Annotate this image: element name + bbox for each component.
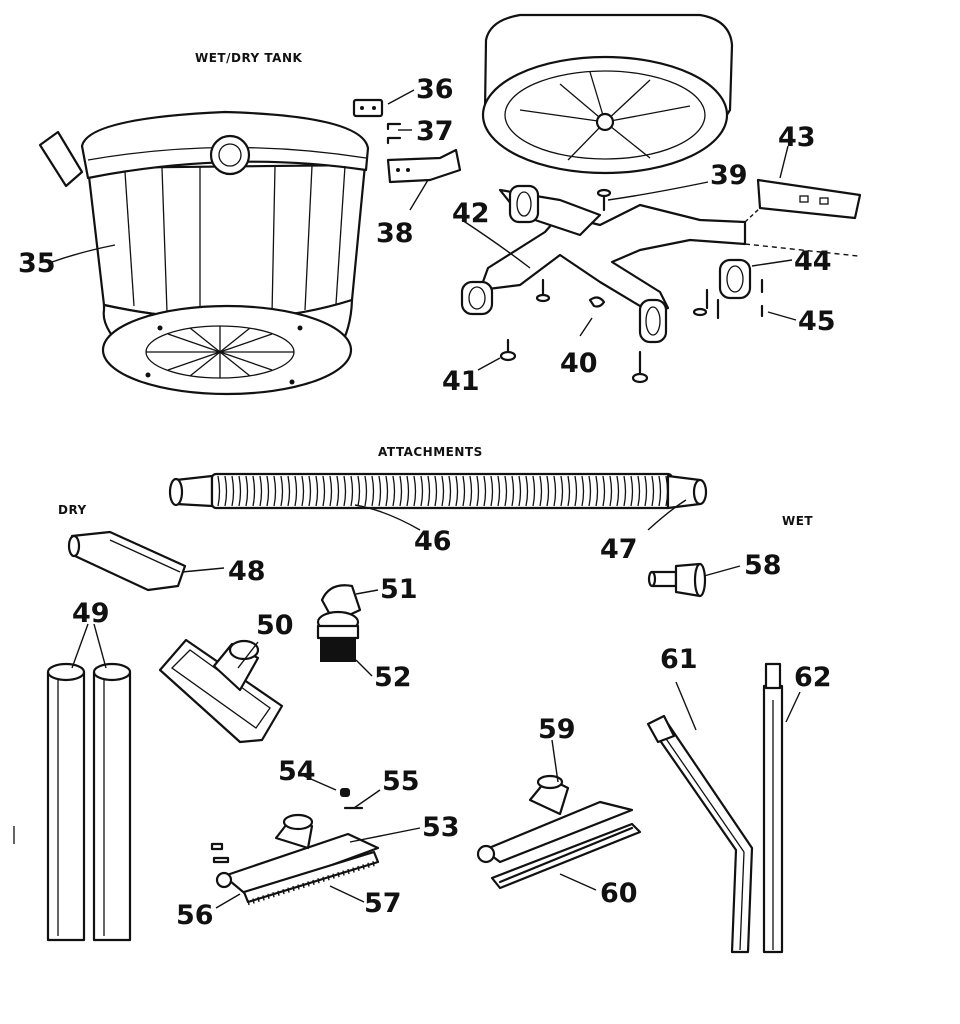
part-label-44: 44	[794, 246, 832, 277]
part-label-50: 50	[256, 610, 294, 641]
part-label-55: 55	[382, 766, 420, 797]
part-label-57: 57	[364, 888, 402, 919]
part-label-60: 60	[600, 878, 638, 909]
part-label-45: 45	[798, 306, 836, 337]
floor-tool-50	[158, 638, 284, 744]
wand-62	[762, 662, 784, 954]
wand-61	[646, 714, 754, 954]
part-label-38: 38	[376, 218, 414, 249]
part-label-35: 35	[18, 248, 56, 279]
part-label-52: 52	[374, 662, 412, 693]
part-label-40: 40	[560, 348, 598, 379]
part-label-39: 39	[710, 160, 748, 191]
adapter-58	[647, 562, 707, 598]
part-label-61: 61	[660, 644, 698, 675]
part-numbers: 35 36 37 38 39 40 41 42 43 44 45 46 47 4…	[18, 74, 836, 931]
part-label-53: 53	[422, 812, 460, 843]
part-label-51: 51	[380, 574, 418, 605]
dolly-drawing	[460, 13, 862, 384]
part-label-46: 46	[414, 526, 452, 557]
hose-drawing	[168, 472, 708, 510]
heading-wet: WET	[782, 514, 813, 528]
heading-wet-dry-tank: WET/DRY TANK	[195, 51, 302, 65]
leader-lines	[51, 89, 801, 909]
squeegee-tool-53	[210, 788, 380, 906]
crevice-tool-48	[67, 530, 187, 592]
wet-squeegee-59-60	[476, 774, 642, 890]
extension-tubes-49	[46, 662, 132, 942]
part-label-37: 37	[416, 116, 454, 147]
part-label-59: 59	[538, 714, 576, 745]
part-label-49: 49	[72, 598, 110, 629]
part-label-42: 42	[452, 198, 490, 229]
heading-attachments: ATTACHMENTS	[378, 445, 483, 459]
part-label-41: 41	[442, 366, 480, 397]
part-label-54: 54	[278, 756, 316, 787]
part-label-47: 47	[600, 534, 638, 565]
part-label-58: 58	[744, 550, 782, 581]
part-label-56: 56	[176, 900, 214, 931]
part-label-48: 48	[228, 556, 266, 587]
part-label-36: 36	[416, 74, 454, 105]
part-label-62: 62	[794, 662, 832, 693]
part-label-43: 43	[778, 122, 816, 153]
tank-drawing	[38, 110, 370, 396]
heading-dry: DRY	[58, 503, 87, 517]
hardware-36-38	[352, 98, 462, 184]
dust-brush-51-52	[316, 584, 362, 662]
